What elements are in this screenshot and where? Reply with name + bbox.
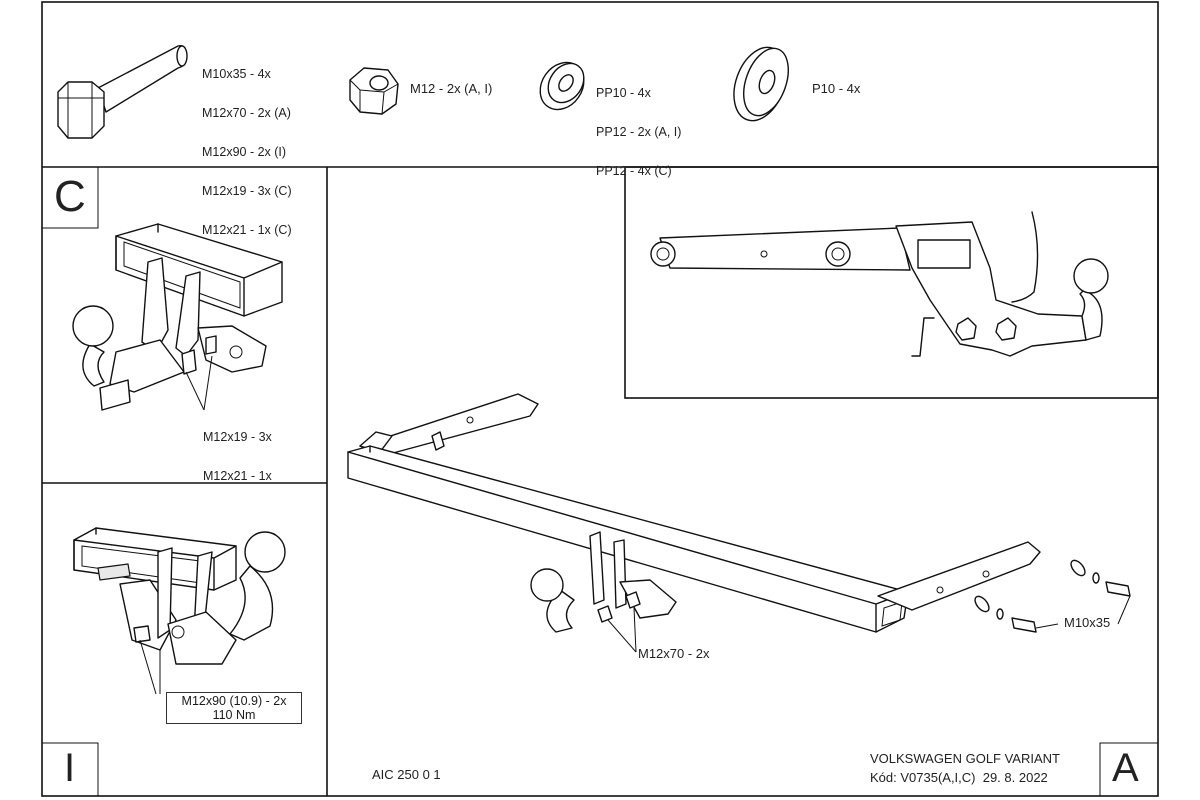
callout-line: M12x21 - 1x [203, 469, 272, 483]
letter-box-c [41, 166, 99, 229]
nut-label: M12 - 2x (A, I) [410, 81, 493, 96]
panel-c-drawing [72, 223, 283, 411]
washer-pp-label: PP12 - 2x (A, I) [596, 125, 682, 139]
vehicle-name: VOLKSWAGEN GOLF VARIANT [870, 751, 1060, 766]
main-callout-center: M12x70 - 2x [638, 646, 710, 661]
letter-box-i [41, 742, 99, 797]
bolt-icon [57, 44, 188, 139]
main-callout-right: M10x35 [1064, 615, 1111, 630]
code-date-line: Kód: V0735(A,I,C) 29. 8. 2022 [870, 770, 1048, 785]
panel-letter-i: I [64, 746, 76, 790]
panel-i-drawing [73, 527, 286, 695]
panel-i-callout: M12x90 (10.9) - 2x 110 Nm [166, 692, 302, 724]
washer-p-label: P10 - 4x [812, 81, 861, 96]
washer-pp-label: PP10 - 4x [596, 86, 651, 100]
washer-pp-label: PP12 - 4x (C) [596, 164, 672, 178]
main-assembly-drawing [347, 393, 1131, 653]
panel-letter-c: C [54, 172, 86, 221]
nut-icon [349, 67, 399, 115]
drawing-code: AIC 250 0 1 [372, 767, 441, 782]
washer-pp-list: PP10 - 4x PP12 - 2x (A, I) PP12 - 4x (C) [596, 61, 681, 191]
bolt-list: M10x35 - 4x M12x70 - 2x (A) M12x90 - 2x … [202, 42, 292, 250]
panel-borders [41, 1, 1159, 797]
bolt-label: M12x90 - 2x (I) [202, 145, 287, 159]
bolt-label: M12x70 - 2x (A) [202, 106, 291, 120]
washer-pp-icon [539, 61, 585, 111]
callout-line: M12x90 (10.9) - 2x [181, 694, 287, 708]
callout-line: M12x19 - 3x [203, 430, 272, 444]
bolt-label: M12x21 - 1x (C) [202, 223, 292, 237]
bolt-label: M10x35 - 4x [202, 67, 271, 81]
washer-p-icon [733, 46, 789, 122]
panel-c-callout: M12x19 - 3x M12x21 - 1x [203, 405, 272, 496]
bolt-label: M12x19 - 3x (C) [202, 184, 292, 198]
letter-box-a [1099, 742, 1159, 797]
detail-view-drawing [650, 211, 1109, 357]
callout-line: 110 Nm [212, 708, 256, 722]
panel-letter-a: A [1112, 746, 1139, 790]
